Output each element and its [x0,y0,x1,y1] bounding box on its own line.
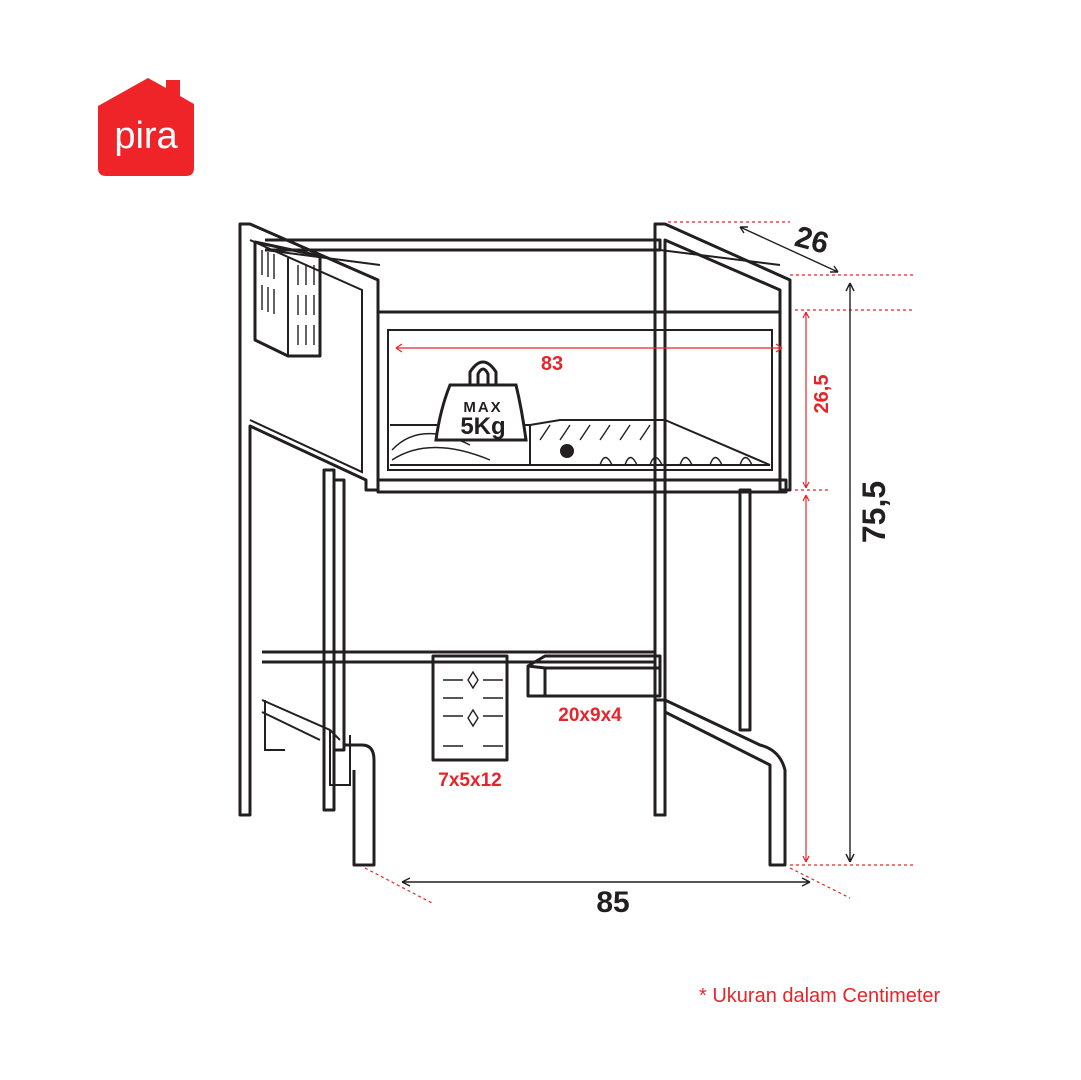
weight-line1: MAX [463,399,502,416]
rack-drawing: MAX 5Kg [238,222,792,867]
inner-width-label: 83 [541,353,563,375]
total-width-label: 85 [596,886,629,919]
unit-note: * Ukuran dalam Centimeter [699,985,941,1007]
side-box-label: 20x9x4 [558,705,622,726]
logo-text: pira [114,115,178,157]
total-height-label: 75,5 [856,481,892,543]
upper-height-label: 26,5 [811,375,833,414]
small-box-label: 7x5x12 [438,770,501,791]
weight-line2: 5Kg [460,413,505,440]
depth-label: 26 [791,220,832,261]
pira-logo: pira [98,78,194,176]
dimension-lines [364,221,915,904]
